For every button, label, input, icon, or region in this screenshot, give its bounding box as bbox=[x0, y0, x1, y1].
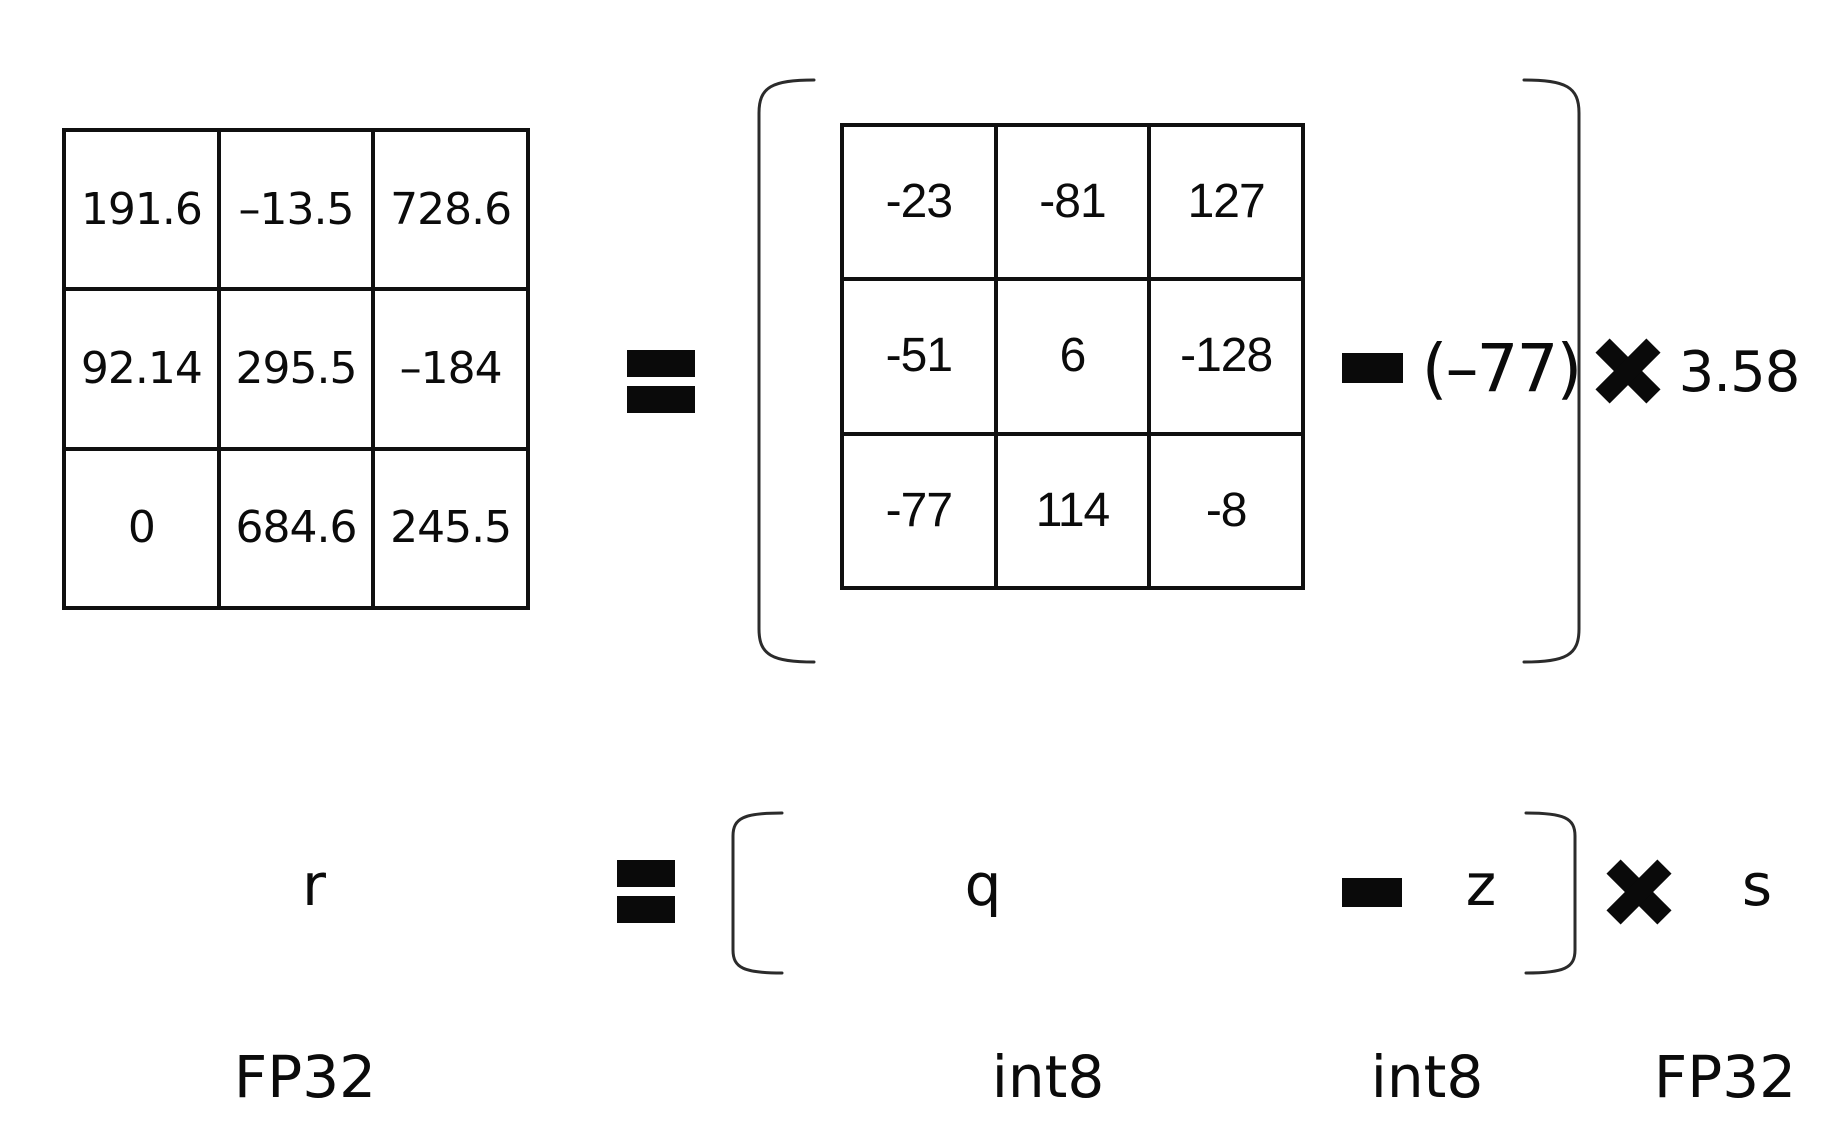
equals-bar bbox=[627, 386, 695, 413]
zero-point-symbol: z bbox=[1465, 851, 1497, 919]
matrix-cell: 92.14 bbox=[64, 289, 219, 449]
dtype-label-real: FP32 bbox=[233, 1043, 377, 1111]
minus-operator-icon bbox=[1342, 878, 1402, 907]
right-bracket-icon bbox=[1524, 810, 1582, 976]
minus-operator-icon bbox=[1342, 353, 1403, 383]
matrix-cell: -128 bbox=[1149, 279, 1303, 434]
matrix-cell: 684.6 bbox=[218, 448, 374, 608]
scale-symbol: s bbox=[1741, 851, 1773, 919]
right-bracket-icon bbox=[1522, 77, 1588, 665]
equals-bar bbox=[627, 350, 695, 377]
equals-bar bbox=[617, 896, 675, 923]
int8-matrix: -23 -81 127 -51 6 -128 -77 114 -8 bbox=[840, 123, 1305, 590]
matrix-cell: 245.5 bbox=[373, 448, 528, 608]
matrix-cell: -51 bbox=[842, 279, 996, 434]
dtype-label-zero-point: int8 bbox=[1370, 1043, 1484, 1111]
matrix-cell: 114 bbox=[995, 433, 1150, 588]
matrix-cell: 127 bbox=[1149, 125, 1303, 280]
equals-operator-icon bbox=[617, 860, 675, 923]
real-value-symbol: r bbox=[302, 851, 326, 919]
matrix-cell: 191.6 bbox=[64, 130, 219, 290]
matrix-cell: 295.5 bbox=[218, 289, 374, 449]
matrix-cell: -77 bbox=[842, 433, 996, 588]
equals-operator-icon bbox=[627, 350, 695, 413]
dtype-label-scale: FP32 bbox=[1653, 1043, 1797, 1111]
fp32-matrix: 191.6 –13.5 728.6 92.14 295.5 –184 0 684… bbox=[62, 128, 530, 610]
quantized-symbol: q bbox=[964, 851, 1002, 919]
matrix-cell: -23 bbox=[842, 125, 996, 280]
dtype-label-quantized: int8 bbox=[991, 1043, 1105, 1111]
left-bracket-icon bbox=[726, 810, 784, 976]
multiply-operator-icon bbox=[1608, 861, 1670, 923]
left-bracket-icon bbox=[750, 77, 816, 665]
matrix-cell: 728.6 bbox=[373, 130, 528, 290]
scale-value: 3.58 bbox=[1678, 340, 1801, 405]
matrix-cell: 6 bbox=[995, 279, 1150, 434]
matrix-cell: –184 bbox=[373, 289, 528, 449]
matrix-cell: -81 bbox=[995, 125, 1150, 280]
matrix-cell: –13.5 bbox=[218, 130, 374, 290]
matrix-cell: 0 bbox=[64, 448, 219, 608]
equals-bar bbox=[617, 860, 675, 887]
multiply-operator-icon bbox=[1597, 340, 1659, 402]
matrix-cell: -8 bbox=[1149, 433, 1303, 588]
zero-point-value: (–77) bbox=[1421, 330, 1582, 407]
